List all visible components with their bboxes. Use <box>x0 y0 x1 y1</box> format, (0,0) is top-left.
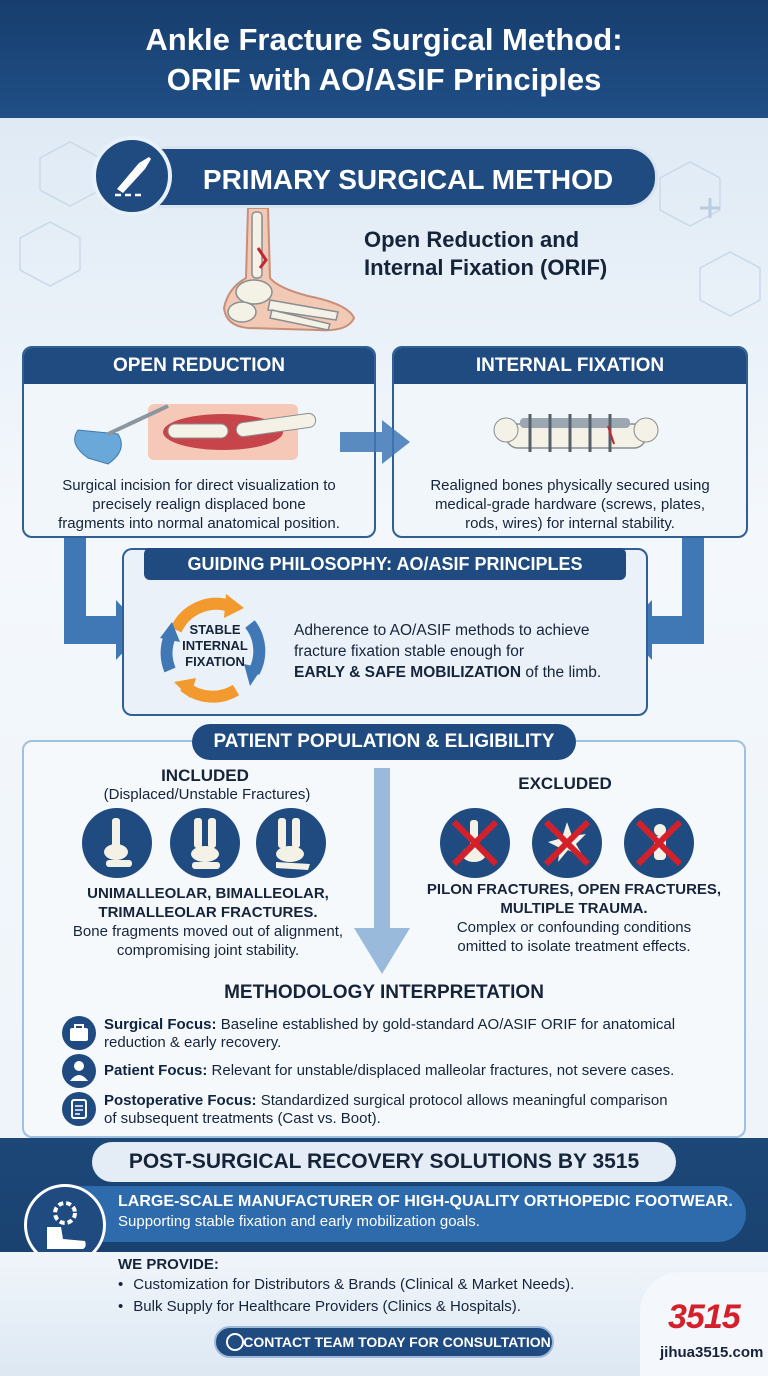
method-text: Relevant for unstable/displaced malleola… <box>207 1062 675 1079</box>
method-label: Surgical Focus: <box>104 1016 217 1033</box>
methodology-item-surgical: Surgical Focus: Baseline established by … <box>104 1016 724 1052</box>
provide-list: Customization for Distributors & Brands … <box>118 1274 574 1318</box>
brand-logo: 3515 <box>668 1298 741 1336</box>
open-reduction-title: OPEN REDUCTION <box>24 348 374 384</box>
or-line-1: Surgical incision for direct visualizati… <box>62 477 336 494</box>
list-item: Bulk Supply for Healthcare Providers (Cl… <box>118 1296 574 1318</box>
scalpel-icon <box>92 136 172 216</box>
clipboard-icon <box>62 1092 96 1126</box>
excluded-open-fracture-icon <box>532 808 602 878</box>
orif-subtitle: Open Reduction and Internal Fixation (OR… <box>364 226 607 282</box>
title-line-1: Ankle Fracture Surgical Method: <box>145 22 623 57</box>
excluded-title: EXCLUDED <box>518 774 612 793</box>
method-text-2: of subsequent treatments (Cast vs. Boot)… <box>104 1110 381 1127</box>
cycle-arrows-icon <box>160 594 266 703</box>
method-label: Patient Focus: <box>104 1062 208 1079</box>
methodology-item-patient: Patient Focus: Relevant for unstable/dis… <box>104 1062 724 1080</box>
inc-line-2: compromising joint stability. <box>116 942 300 959</box>
contact-label: CONTACT TEAM TODAY FOR CONSULTATION <box>243 1334 551 1350</box>
list-item: Customization for Distributors & Brands … <box>118 1274 574 1296</box>
page-title: Ankle Fracture Surgical Method: ORIF wit… <box>0 20 768 100</box>
inc-bold-2: TRIMALLEOLAR FRACTURES. <box>98 904 318 921</box>
exc-bold-1: PILON FRACTURES, OPEN FRACTURES, <box>426 881 722 898</box>
excluded-trauma-icon <box>624 808 694 878</box>
methodology-title: METHODOLOGY INTERPRETATION <box>224 982 544 1003</box>
patient-icon <box>62 1054 96 1088</box>
gp-line-2: fracture fixation stable enough for <box>294 643 525 660</box>
method-label: Postoperative Focus: <box>104 1092 257 1109</box>
internal-fixation-text: Realigned bones physically secured using… <box>404 476 736 533</box>
phone-icon <box>226 1333 244 1351</box>
guiding-philosophy-title: GUIDING PHILOSOPHY: AO/ASIF PRINCIPLES <box>144 548 626 580</box>
if-line-2: medical-grade hardware (screws, plates, <box>434 496 706 513</box>
guiding-philosophy-card: GUIDING PHILOSOPHY: AO/ASIF PRINCIPLES S… <box>122 548 648 716</box>
internal-fixation-title: INTERNAL FIXATION <box>394 348 746 384</box>
gp-bold: EARLY & SAFE MOBILIZATION <box>294 664 522 681</box>
ankle-bone-icon <box>256 808 326 878</box>
included-text: UNIMALLEOLAR, BIMALLEOLAR, TRIMALLEOLAR … <box>48 884 368 960</box>
if-line-3: rods, wires) for internal stability. <box>465 515 675 532</box>
or-line-2: precisely realign displaced bone <box>92 496 306 513</box>
exc-line-2: omitted to isolate treatment effects. <box>457 938 691 955</box>
incision-illustration <box>74 404 317 465</box>
cycle-label: STABLE INTERNAL FIXATION <box>170 622 260 670</box>
open-reduction-card: OPEN REDUCTION Surgical incision for dir… <box>22 346 376 538</box>
brand-corner <box>640 1272 768 1376</box>
methodology-item-postoperative: Postoperative Focus: Standardized surgic… <box>104 1092 724 1128</box>
guiding-text: Adherence to AO/ASIF methods to achieve … <box>294 620 601 683</box>
website-link[interactable]: jihua3515.com <box>660 1344 764 1361</box>
foot-bones-illustration <box>222 208 356 332</box>
inc-line-1: Bone fragments moved out of alignment, <box>72 923 344 940</box>
banner-text: Supporting stable fixation and early mob… <box>118 1213 480 1230</box>
ankle-bone-icon <box>82 808 152 878</box>
excluded-text: PILON FRACTURES, OPEN FRACTURES, MULTIPL… <box>406 880 742 956</box>
plate-screws-illustration <box>493 414 659 452</box>
cycle-line-1: STABLE <box>189 622 241 637</box>
method-text: Standardized surgical protocol allows me… <box>256 1092 668 1109</box>
open-reduction-text: Surgical incision for direct visualizati… <box>34 476 364 533</box>
manufacturer-banner: LARGE-SCALE MANUFACTURER OF HIGH-QUALITY… <box>50 1186 746 1242</box>
cycle-line-2: INTERNAL <box>182 638 248 653</box>
or-line-3: fragments into normal anatomical positio… <box>58 515 340 532</box>
inc-bold-1: UNIMALLEOLAR, BIMALLEOLAR, <box>87 885 329 902</box>
included-subtitle: (Displaced/Unstable Fractures) <box>103 786 311 803</box>
banner-bold: LARGE-SCALE MANUFACTURER OF HIGH-QUALITY… <box>118 1193 733 1210</box>
title-line-2: ORIF with AO/ASIF Principles <box>166 62 602 97</box>
method-text-2: reduction & early recovery. <box>104 1034 282 1051</box>
background-hex-pattern <box>19 141 761 317</box>
gp-end: of the limb. <box>521 664 602 681</box>
exc-bold-2: MULTIPLE TRAUMA. <box>500 900 648 917</box>
provide-title: WE PROVIDE: <box>118 1256 219 1273</box>
briefcase-icon <box>62 1016 96 1050</box>
ankle-bone-icon <box>170 808 240 878</box>
patient-population-title: PATIENT POPULATION & ELIGIBILITY <box>192 724 576 760</box>
promo-title: POST-SURGICAL RECOVERY SOLUTIONS BY 3515 <box>92 1142 676 1182</box>
exc-line-1: Complex or confounding conditions <box>456 919 692 936</box>
included-title: INCLUDED <box>161 766 249 785</box>
cycle-line-3: FIXATION <box>185 654 245 669</box>
orif-line-2: Internal Fixation (ORIF) <box>364 255 608 280</box>
primary-method-pill: PRIMARY SURGICAL METHOD <box>118 146 658 208</box>
if-line-1: Realigned bones physically secured using <box>430 477 710 494</box>
down-arrow <box>354 768 410 974</box>
excluded-pilon-icon <box>440 808 510 878</box>
internal-fixation-card: INTERNAL FIXATION Realigned bones physic… <box>392 346 748 538</box>
header-banner: Ankle Fracture Surgical Method: ORIF wit… <box>0 0 768 118</box>
orif-line-1: Open Reduction and <box>364 227 580 252</box>
method-text: Baseline established by gold-standard AO… <box>216 1016 676 1033</box>
gp-line-1: Adherence to AO/ASIF methods to achieve <box>294 622 590 639</box>
contact-button[interactable]: CONTACT TEAM TODAY FOR CONSULTATION <box>214 1326 554 1358</box>
